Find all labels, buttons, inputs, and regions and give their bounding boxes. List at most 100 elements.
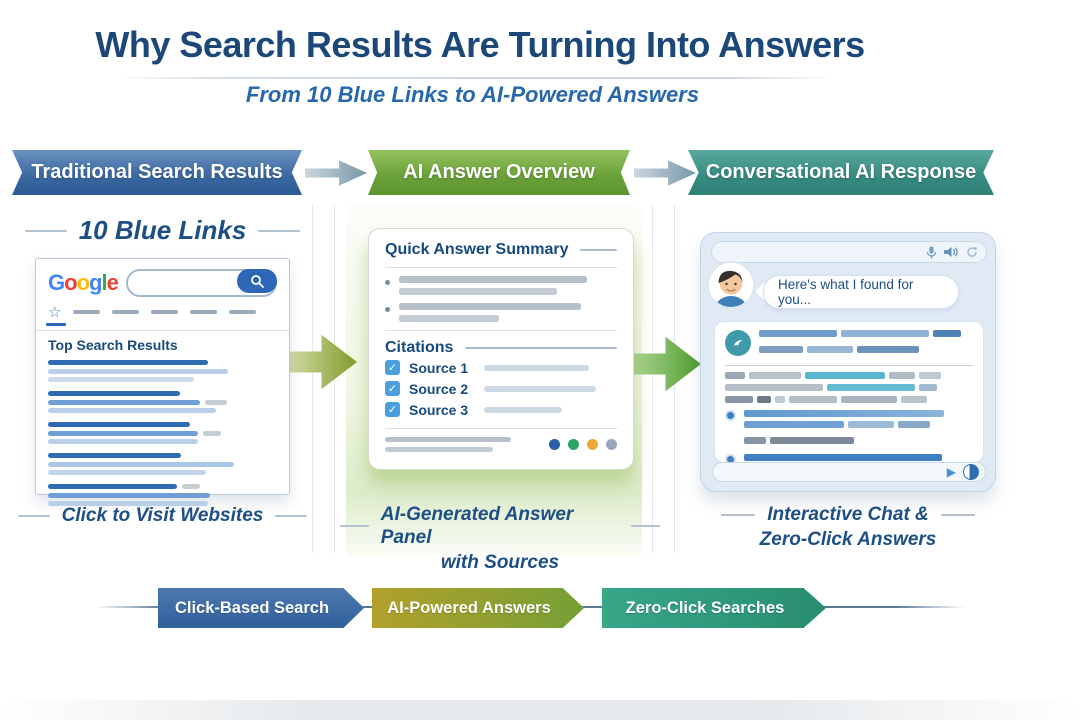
search-result-skeleton xyxy=(48,360,277,382)
skeleton-bar xyxy=(933,330,961,337)
results-title: Top Search Results xyxy=(48,337,178,353)
bookmark-tab[interactable]: ☆ xyxy=(46,305,66,326)
skeleton-bar xyxy=(807,346,853,353)
search-button[interactable] xyxy=(237,269,277,293)
search-result-skeleton xyxy=(48,484,277,506)
divider xyxy=(725,365,973,366)
traditional-caption: Click to Visit Websites xyxy=(10,505,315,527)
skeleton-bar xyxy=(48,377,194,382)
search-input[interactable] xyxy=(125,269,277,297)
tab-placeholder xyxy=(229,310,257,314)
answer-card-footer xyxy=(385,437,617,452)
bullet-icon xyxy=(725,454,736,462)
skeleton-bar xyxy=(385,447,493,452)
skeleton-bar xyxy=(725,372,745,379)
google-search-card: Google ☆ Top Search Results xyxy=(35,258,290,506)
chat-reply-input[interactable]: ▶ xyxy=(712,462,986,482)
citations-title: Citations xyxy=(385,339,454,356)
traditional-heading-text: 10 Blue Links xyxy=(78,215,247,245)
skeleton-bar xyxy=(205,399,227,405)
skeleton-bar xyxy=(48,461,234,467)
tab-placeholder xyxy=(112,310,140,314)
skeleton-bar xyxy=(484,364,589,371)
skeleton-bar xyxy=(48,408,216,413)
timeline-stage-ai-powered: AI-Powered Answers xyxy=(372,588,584,628)
divider xyxy=(385,267,617,268)
mic-icon[interactable] xyxy=(926,246,937,259)
skeleton-bar xyxy=(775,396,785,403)
active-tab-underline xyxy=(46,322,66,326)
google-logo: Google xyxy=(48,270,119,295)
skeleton-bar xyxy=(901,396,927,403)
source-checkbox[interactable]: ✓ xyxy=(385,402,400,417)
skeleton-bar xyxy=(805,372,885,379)
check-icon: ✓ xyxy=(387,362,398,374)
skeleton-bar xyxy=(770,437,854,444)
timeline-stage-click-based: Click-Based Search xyxy=(158,588,364,628)
chat-caption: Interactive Chat & Zero-Click Answers xyxy=(690,503,1006,551)
ai-caption-line1: AI-Generated Answer Panel xyxy=(380,504,574,548)
skeleton-bar xyxy=(48,484,177,489)
chat-query-input[interactable] xyxy=(711,241,987,263)
skeleton-bar xyxy=(48,470,206,475)
source-checkbox[interactable]: ✓ xyxy=(385,360,400,375)
tab-placeholder xyxy=(190,310,218,314)
skeleton-bar xyxy=(48,368,228,374)
skeleton-bar xyxy=(744,421,844,428)
skeleton-bar xyxy=(48,430,198,436)
source-checkbox[interactable]: ✓ xyxy=(385,381,400,396)
refresh-icon[interactable] xyxy=(966,246,978,258)
dot-icon xyxy=(549,439,560,450)
voice-toggle-icon[interactable] xyxy=(963,464,979,480)
chat-answer-panel xyxy=(714,321,984,463)
ai-caption-line2: with Sources xyxy=(440,552,560,573)
ai-answer-card: Quick Answer Summary Citations ✓ Source xyxy=(368,228,634,470)
speaker-icon[interactable] xyxy=(944,246,959,258)
source-label: Source 2 xyxy=(409,380,469,397)
search-result-skeleton xyxy=(48,422,277,444)
stage-banner-traditional: Traditional Search Results xyxy=(12,150,302,195)
stage-banner-conversational: Conversational AI Response xyxy=(688,150,994,195)
answer-bullet xyxy=(725,454,973,462)
skeleton-bar xyxy=(48,391,180,396)
check-icon: ✓ xyxy=(387,404,398,416)
skeleton-bar xyxy=(203,430,221,436)
search-icon xyxy=(251,275,264,288)
skeleton-bar xyxy=(757,396,771,403)
divider xyxy=(385,428,617,429)
source-row: ✓ Source 2 xyxy=(385,378,617,399)
skeleton-bar xyxy=(759,346,803,353)
skeleton-bar xyxy=(484,385,596,392)
divider xyxy=(385,330,617,331)
bottom-shadow xyxy=(0,700,1080,720)
dot-icon xyxy=(606,439,617,450)
answer-header xyxy=(725,330,973,358)
source-label: Source 1 xyxy=(409,359,469,376)
check-icon: ✓ xyxy=(387,383,398,395)
traditional-heading: 10 Blue Links xyxy=(20,215,305,246)
bullet-icon xyxy=(725,410,736,421)
skeleton-bar xyxy=(789,396,837,403)
chat-panel: Here's what I found for you... xyxy=(700,232,996,492)
title-rule xyxy=(580,249,617,251)
bullet-icon xyxy=(385,280,390,285)
skeleton-bar xyxy=(399,303,581,310)
skeleton-bar xyxy=(749,372,801,379)
answer-bullet xyxy=(725,410,973,449)
bot-icon xyxy=(725,330,751,356)
skeleton-bar xyxy=(857,346,919,353)
browser-top-bar: Google xyxy=(48,267,277,299)
ai-caption: AI-Generated Answer Panel with Sources xyxy=(340,503,660,574)
skeleton-bar xyxy=(841,330,929,337)
skeleton-bar xyxy=(48,501,208,506)
divider xyxy=(36,330,289,331)
chat-caption-line1: Interactive Chat & xyxy=(767,504,929,525)
source-label: Source 3 xyxy=(409,401,469,418)
skeleton-bar xyxy=(919,384,937,391)
summary-bullet xyxy=(385,276,617,295)
summary-title: Quick Answer Summary xyxy=(385,241,569,258)
send-icon[interactable]: ▶ xyxy=(946,465,956,479)
skeleton-bar xyxy=(48,439,198,444)
title-divider xyxy=(115,77,835,79)
page-subtitle: From 10 Blue Links to AI-Powered Answers xyxy=(245,82,700,107)
